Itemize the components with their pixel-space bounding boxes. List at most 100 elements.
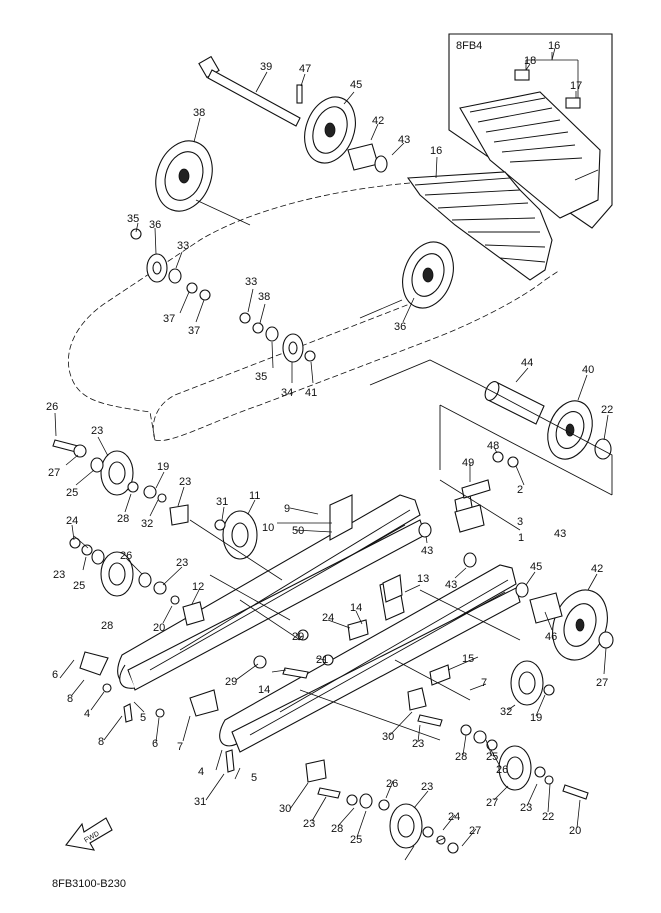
callout: 17 — [570, 80, 582, 92]
callout: 28 — [117, 513, 129, 525]
callout: 23 — [179, 476, 191, 488]
callout: 43 — [554, 528, 566, 540]
callout: 23 — [303, 818, 315, 830]
callout: 24 — [448, 811, 460, 823]
callout: 7 — [481, 677, 487, 689]
callout: 25 — [73, 580, 85, 592]
callout-leaders — [54, 47, 609, 861]
idler-wheel-38-left — [155, 140, 213, 212]
callout: 24 — [66, 515, 78, 527]
callout: 28 — [101, 620, 113, 632]
callout: 47 — [299, 63, 311, 75]
front-axle-group — [484, 381, 612, 460]
track-outline — [68, 171, 561, 442]
callout: 43 — [398, 134, 410, 146]
callout: 25 — [486, 751, 498, 763]
callout: 26 — [120, 550, 132, 562]
callout: 45 — [530, 561, 542, 573]
callout: 46 — [545, 631, 557, 643]
guide-lines — [189, 479, 521, 741]
callout: 6 — [52, 669, 58, 681]
callout: 23 — [91, 425, 103, 437]
callout: 29 — [292, 631, 304, 643]
callout: 22 — [542, 811, 554, 823]
callout: 20 — [569, 825, 581, 837]
callout: 19 — [157, 461, 169, 473]
callout: 35 — [255, 371, 267, 383]
callout: 40 — [582, 364, 594, 376]
callout: 11 — [249, 490, 260, 502]
callout: 23 — [520, 802, 532, 814]
callout: 27 — [48, 467, 60, 479]
callout: 23 — [421, 781, 433, 793]
callout: 8 — [98, 736, 104, 748]
callout: 37 — [188, 325, 200, 337]
callout: 28 — [455, 751, 467, 763]
callout: 35 — [127, 213, 139, 225]
callout: 4 — [198, 766, 204, 778]
callout: 5 — [251, 772, 257, 784]
callout: 27 — [596, 677, 608, 689]
callout: 9 — [284, 503, 290, 515]
callout: 27 — [486, 797, 498, 809]
callout: 34 — [281, 387, 293, 399]
callout: 13 — [417, 573, 429, 585]
callout: 5 — [140, 712, 146, 724]
callout: 23 — [412, 738, 424, 750]
callout: 8 — [67, 693, 73, 705]
callout: 23 — [53, 569, 65, 581]
callout: 15 — [462, 653, 474, 665]
callout: 26 — [496, 764, 508, 776]
callout: 25 — [350, 834, 362, 846]
callout: 26 — [386, 778, 398, 790]
callout: 7 — [177, 741, 183, 753]
callout: 30 — [382, 731, 394, 743]
callout: 22 — [601, 404, 613, 416]
callout: 42 — [591, 563, 603, 575]
callout: 26 — [46, 401, 58, 413]
callout: 48 — [487, 440, 499, 452]
callout: 25 — [66, 487, 78, 499]
slide-rail-left — [117, 494, 426, 691]
callout: 30 — [279, 803, 291, 815]
callout: 20 — [153, 622, 165, 634]
callout: 37 — [163, 313, 175, 325]
callout: 33 — [245, 276, 257, 288]
callout: 14 — [350, 602, 362, 614]
callout: 16 — [430, 145, 442, 157]
wheels-lower — [100, 450, 608, 849]
callout: 4 — [84, 708, 90, 720]
callout: 41 — [305, 387, 317, 399]
callout: 38 — [258, 291, 270, 303]
callout: 10 — [262, 522, 274, 534]
callout: 19 — [530, 712, 542, 724]
callout: 49 — [462, 457, 474, 469]
callout: 23 — [176, 557, 188, 569]
callout: 39 — [260, 61, 272, 73]
callout: 28 — [331, 823, 343, 835]
callout: 14 — [258, 684, 270, 696]
callout: 33 — [177, 240, 189, 252]
callout: 31 — [194, 796, 206, 808]
callout: 31 — [216, 496, 228, 508]
callout: 38 — [193, 107, 205, 119]
callout: 36 — [394, 321, 406, 333]
callout: 42 — [372, 115, 384, 127]
callout: 43 — [445, 579, 457, 591]
inset-label: 8FB4 — [456, 40, 482, 52]
callout: 18 — [524, 55, 536, 67]
callout: 29 — [225, 676, 237, 688]
bearing-stack-right — [239, 312, 316, 363]
callout: 6 — [152, 738, 158, 750]
callout: 21 — [316, 654, 328, 666]
hardware — [52, 439, 614, 854]
forward-arrow: FWD — [65, 817, 113, 851]
callout: 50 — [292, 525, 304, 537]
slide-rail-right — [219, 564, 521, 753]
callout: 24 — [322, 612, 334, 624]
callout: 45 — [350, 79, 362, 91]
callout-labels: 39 47 45 38 42 43 16 16 18 17 34 35 36 3… — [46, 40, 613, 846]
callout: 32 — [500, 706, 512, 718]
callout: 27 — [469, 825, 481, 837]
